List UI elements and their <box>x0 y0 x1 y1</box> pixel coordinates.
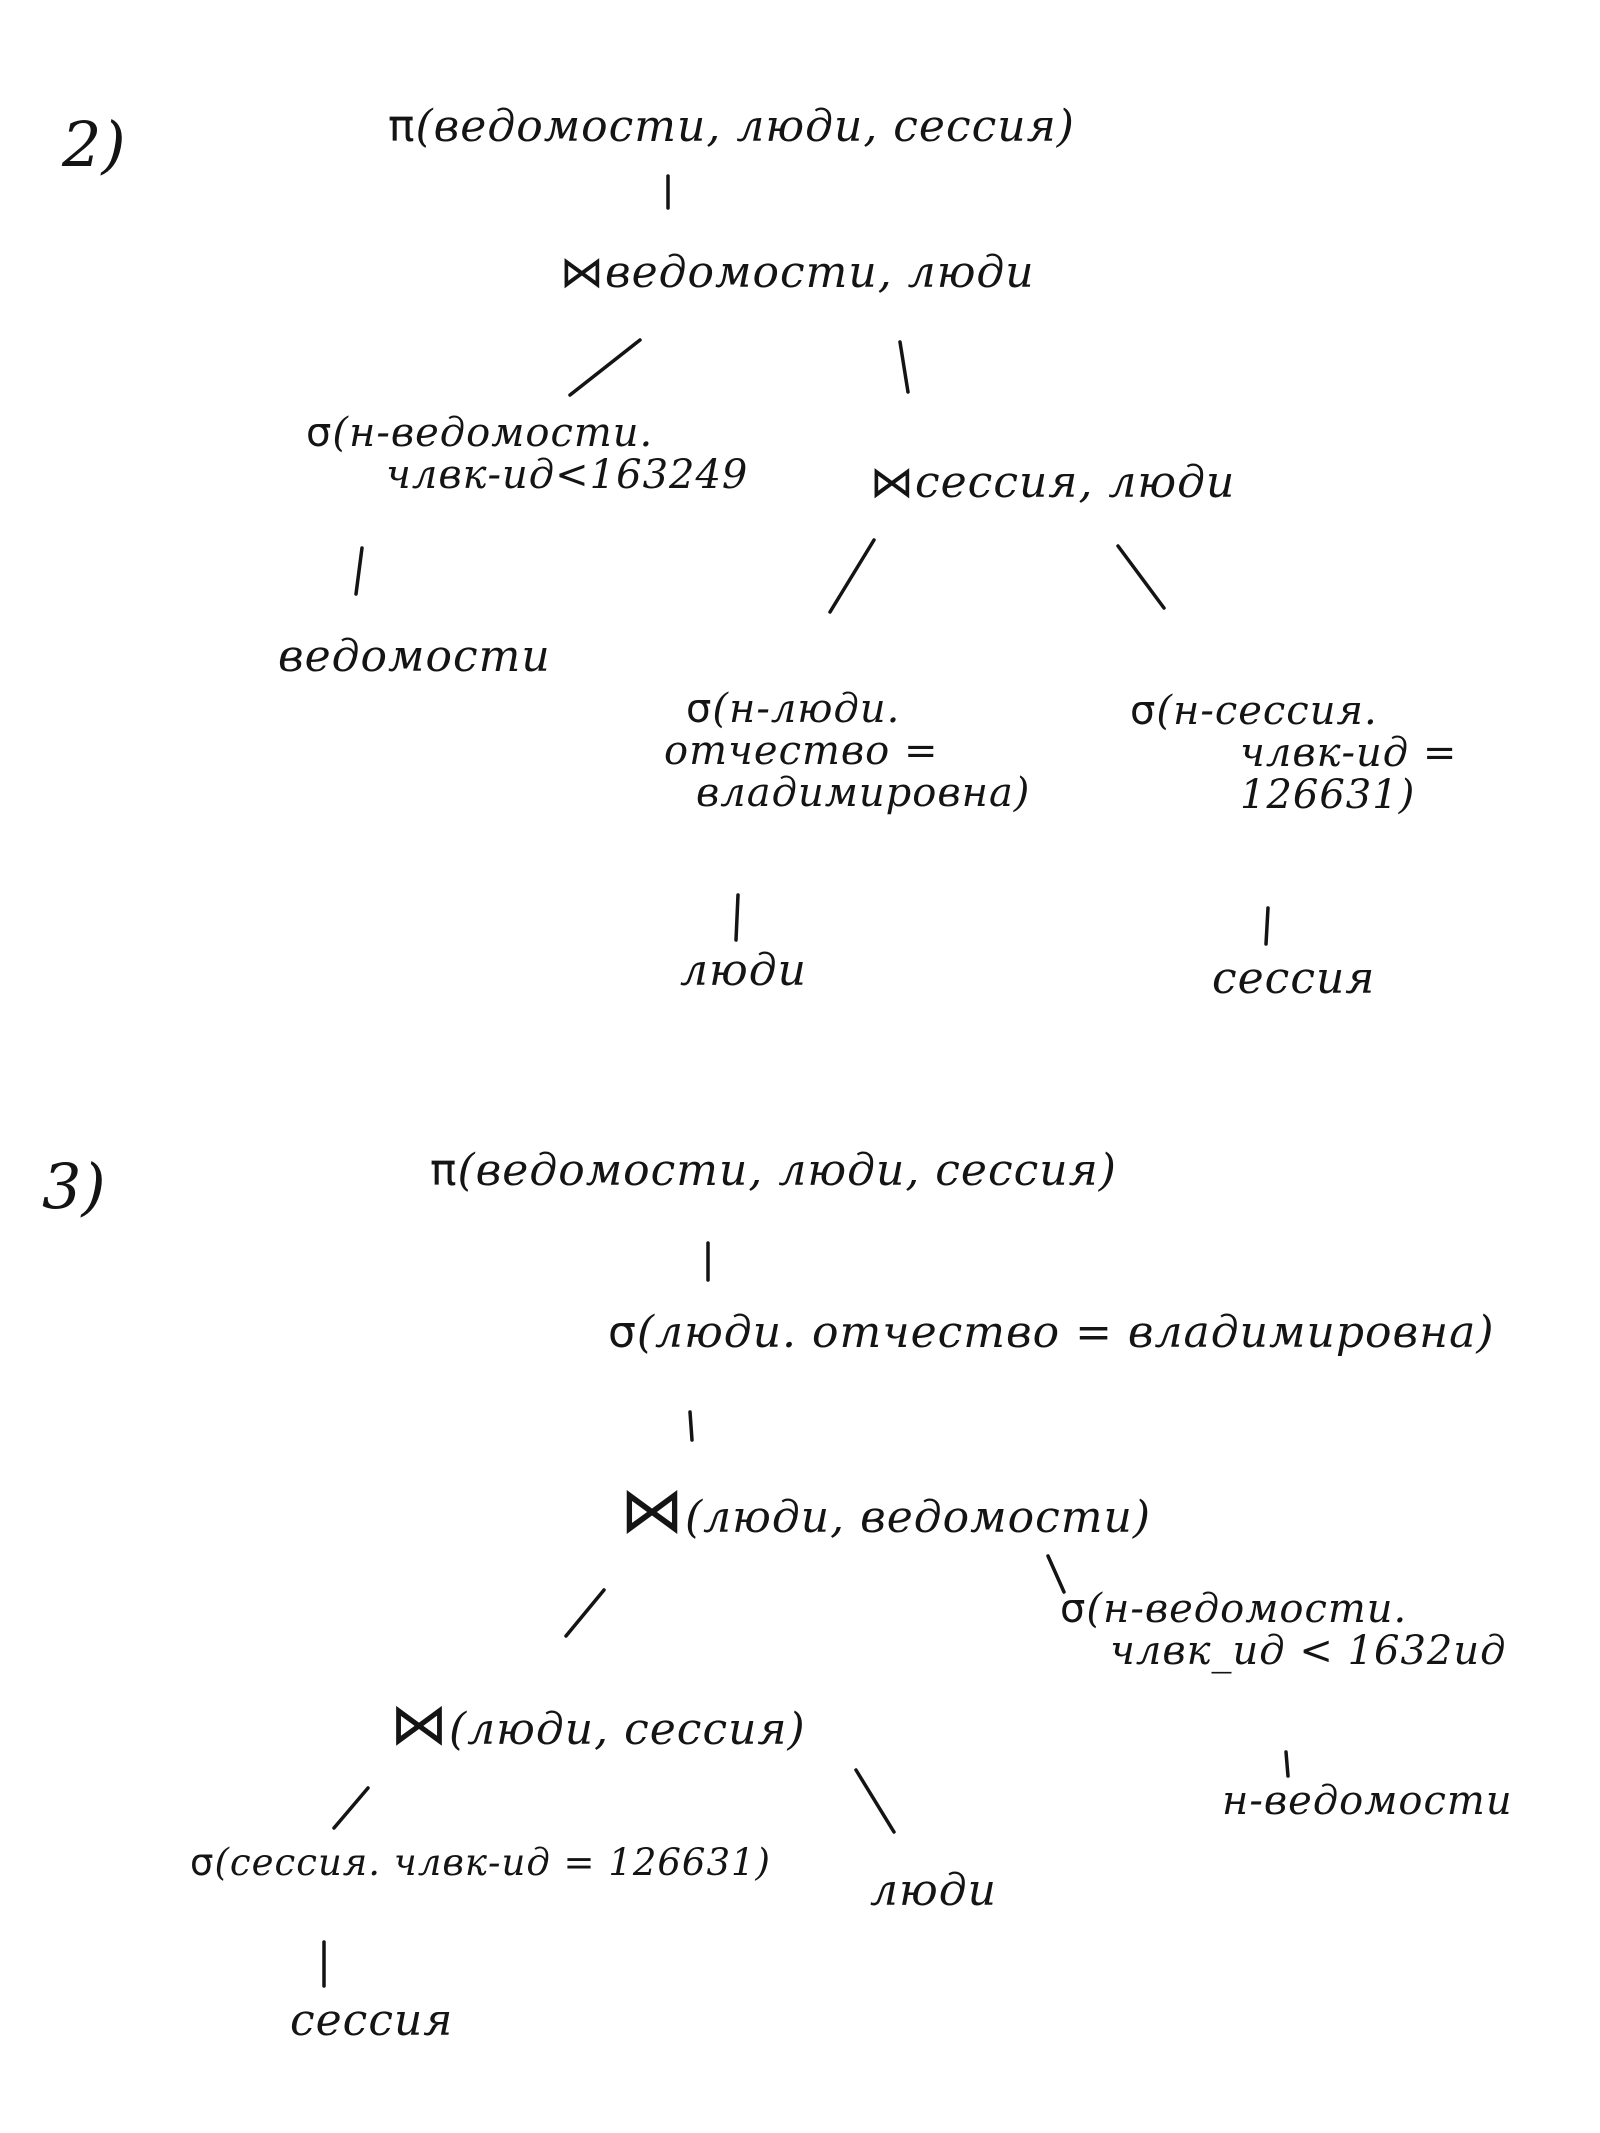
edge3-join-join-low <box>564 1588 606 1638</box>
select-cond: (люди. отчество = владимировна) <box>636 1307 1495 1358</box>
select-cond-line-3: 126631) <box>1240 772 1416 818</box>
edge-join-join-sess <box>898 340 910 394</box>
edge-join-select-ved <box>568 338 642 397</box>
select-cond: (сессия. члвк-ид = 126631) <box>214 1841 771 1884</box>
select-symbol: σ <box>686 686 713 732</box>
edge3-select-ved-leaf <box>1284 1750 1290 1778</box>
d3-projection-node: π(ведомости, люди, сессия) <box>430 1145 1117 1196</box>
select-cond-line-2: члвк-ид<163249 <box>386 452 749 498</box>
d3-select-ved-node: σ(н-ведомости. члвк_ид < 1632ид <box>1060 1588 1507 1672</box>
projection-symbol: π <box>430 1145 458 1196</box>
select-cond-line-1: (н-люди. <box>712 686 901 732</box>
select-cond-line-1: (н-сессия. <box>1156 688 1378 734</box>
select-cond-line-1: (н-ведомости. <box>332 410 654 456</box>
d3-join-mid-node: ⋈(люди, ведомости) <box>620 1477 1151 1545</box>
projection-symbol: π <box>388 101 416 152</box>
d2-join-sess-node: ⋈сессия, люди <box>870 457 1236 508</box>
select-symbol: σ <box>306 410 333 456</box>
select-symbol: σ <box>1060 1586 1087 1632</box>
d2-select-sess-node: σ(н-сессия. члвк-ид = 126631) <box>1130 690 1457 816</box>
edge-join-sess-select-sess <box>1116 544 1166 610</box>
select-cond-line-3: владимировна) <box>696 770 1031 816</box>
join-symbol: ⋈ <box>620 1474 685 1548</box>
d3-select-sess-node: σ(сессия. члвк-ид = 126631) <box>190 1841 771 1884</box>
edge-select-ved-leaf <box>354 546 364 596</box>
d2-projection-node: π(ведомости, люди, сессия) <box>388 101 1075 152</box>
d2-leaf-ved: ведомости <box>278 631 551 682</box>
d3-select-top-node: σ(люди. отчество = владимировна) <box>608 1307 1495 1358</box>
projection-args: (ведомости, люди, сессия) <box>457 1145 1117 1196</box>
edge-select-sess-leaf <box>1264 906 1270 946</box>
edge3-join-low-select-sess <box>332 1786 370 1830</box>
join-symbol: ⋈ <box>870 457 915 508</box>
join-args: (люди, сессия) <box>449 1704 806 1755</box>
join-symbol: ⋈ <box>560 247 605 298</box>
d3-leaf-ved: н-ведомости <box>1222 1778 1513 1824</box>
d2-select-ved-node: σ(н-ведомости. члвк-ид<163249 <box>306 412 748 496</box>
select-symbol: σ <box>608 1307 637 1358</box>
select-symbol: σ <box>190 1841 215 1884</box>
d2-select-people-node: σ(н-люди. отчество = владимировна) <box>664 686 1031 816</box>
edge-join-sess-select-people <box>828 538 876 614</box>
join-args: сессия, люди <box>915 457 1236 508</box>
d2-leaf-people: люди <box>680 945 807 996</box>
select-symbol: σ <box>1130 688 1157 734</box>
edge3-join-low-people <box>854 1768 896 1834</box>
d3-leaf-people: люди <box>870 1865 997 1916</box>
d3-leaf-sess: сессия <box>290 1995 454 2046</box>
join-args: ведомости, люди <box>605 247 1035 298</box>
d2-leaf-sess: сессия <box>1212 953 1376 1004</box>
edge3-join-select-ved <box>1046 1554 1066 1594</box>
d2-join-top-node: ⋈ведомости, люди <box>560 247 1035 298</box>
join-args: (люди, ведомости) <box>685 1492 1151 1543</box>
select-cond-line-2: члвк_ид < 1632ид <box>1110 1628 1507 1674</box>
select-cond-line-1: (н-ведомости. <box>1086 1586 1408 1632</box>
diagram-2-number: 2) <box>62 108 126 181</box>
join-symbol: ⋈ <box>390 1690 449 1758</box>
d3-join-low-node: ⋈(люди, сессия) <box>390 1694 806 1755</box>
select-cond-line-2: члвк-ид = <box>1240 730 1458 776</box>
select-cond-line-2: отчество = <box>664 728 939 774</box>
edge-select-people-leaf <box>734 893 740 942</box>
projection-args: (ведомости, люди, сессия) <box>415 101 1075 152</box>
edge3-select-join <box>688 1410 694 1442</box>
diagram-3-number: 3) <box>42 1150 106 1223</box>
